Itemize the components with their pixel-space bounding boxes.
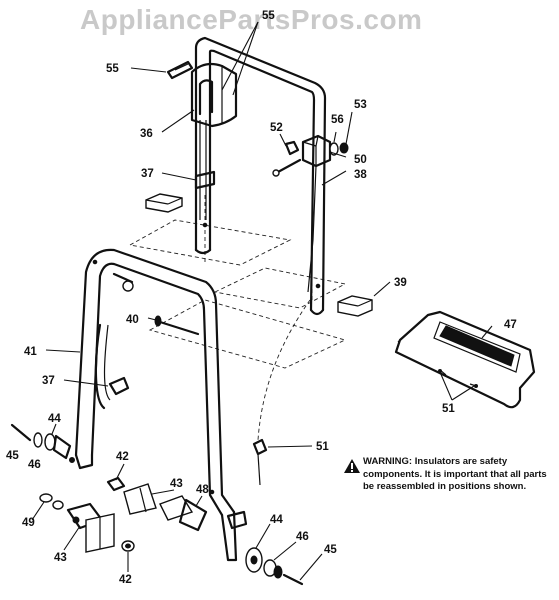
callout-44: 44	[270, 514, 283, 526]
callout-37: 37	[141, 168, 154, 180]
callout-51: 51	[442, 403, 455, 415]
callout-50: 50	[354, 154, 367, 166]
callout-43: 43	[170, 478, 183, 490]
knob-hardware-right	[226, 510, 304, 586]
callout-53: 53	[354, 99, 367, 111]
switch-box	[301, 134, 332, 293]
callout-45: 45	[324, 544, 337, 556]
callout-46: 46	[28, 459, 41, 471]
upper-handle	[194, 36, 327, 316]
clip-55	[166, 60, 194, 80]
callout-44: 44	[48, 413, 61, 425]
callout-47: 47	[504, 319, 517, 331]
callout-39: 39	[394, 277, 407, 289]
cable-clip-51	[252, 438, 268, 486]
callout-43: 43	[54, 552, 67, 564]
insulator-left	[145, 193, 183, 213]
callout-51: 51	[316, 441, 329, 453]
bracket-assembly-left	[39, 476, 208, 553]
insulator-right	[337, 295, 373, 317]
cable-guide	[190, 62, 238, 128]
callout-48: 48	[196, 484, 209, 496]
bolt-40	[112, 272, 200, 336]
watermark: AppliancePartsPros.com	[80, 4, 423, 35]
cable-tie-upper	[194, 120, 216, 220]
callout-labels: 55 55 36 37 52 53 56 50 38 39 40 41 47 3…	[6, 10, 517, 586]
callout-42: 42	[119, 574, 132, 586]
knob-hardware-left	[10, 423, 75, 463]
warning-triangle-icon	[344, 459, 360, 473]
callout-40: 40	[126, 314, 139, 326]
callout-41: 41	[24, 346, 37, 358]
callout-55: 55	[262, 10, 275, 22]
callout-52: 52	[270, 122, 283, 134]
callout-49: 49	[22, 517, 35, 529]
callout-38: 38	[354, 169, 367, 181]
callout-36: 36	[140, 128, 153, 140]
callout-56: 56	[331, 114, 344, 126]
callout-46: 46	[296, 531, 309, 543]
screw-52	[272, 140, 302, 177]
cable-lower	[94, 323, 130, 410]
warning-text: WARNING: Insulators are safety component…	[363, 456, 547, 492]
handle-cover-47	[394, 310, 536, 409]
callout-55: 55	[106, 63, 119, 75]
callout-37: 37	[42, 375, 55, 387]
lower-handle	[74, 248, 238, 562]
callout-45: 45	[6, 450, 19, 462]
callout-leaders	[31, 21, 493, 581]
washer-56	[329, 142, 349, 156]
callout-42: 42	[116, 451, 129, 463]
